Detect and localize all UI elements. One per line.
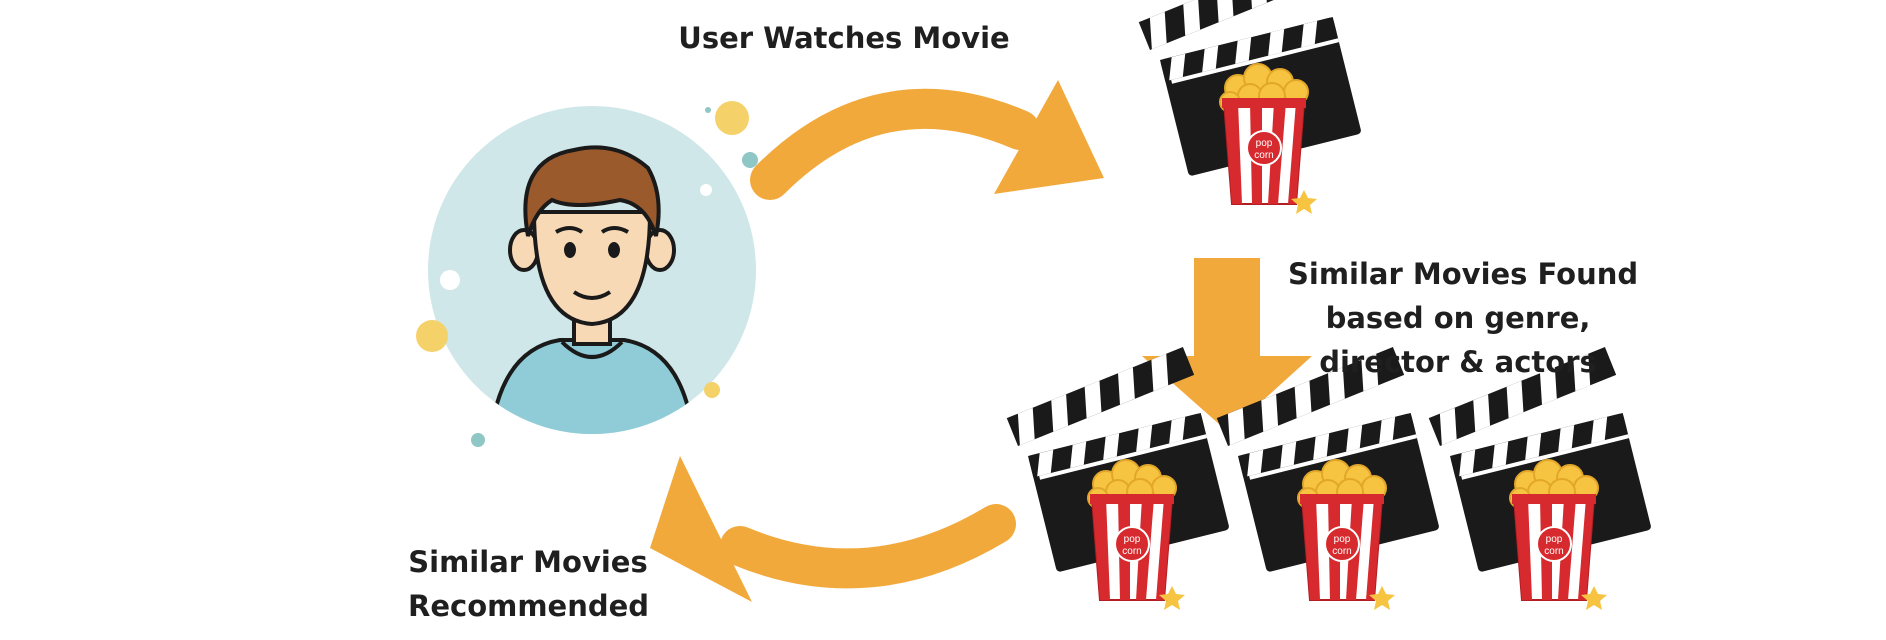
curved-arrow-icon xyxy=(750,80,1104,200)
curved-arrow-icon xyxy=(650,456,1016,602)
label-user-watches-movie: User Watches Movie xyxy=(678,21,1010,55)
decor-dot xyxy=(440,270,460,290)
user-avatar-icon xyxy=(416,101,758,447)
label-similar-movies-found: Similar Movies Found based on genre, dir… xyxy=(1288,252,1639,384)
decor-dot xyxy=(742,152,758,168)
decor-dot xyxy=(704,382,720,398)
label-line: Similar Movies xyxy=(408,545,648,579)
decor-dot xyxy=(471,433,485,447)
label-similar-movies-recommended: Similar Movies Recommended xyxy=(408,540,650,628)
decor-dot xyxy=(715,101,749,135)
label-line: director & actors xyxy=(1319,345,1597,379)
decor-dot xyxy=(700,184,712,196)
decor-dot xyxy=(416,320,448,352)
decor-dot xyxy=(705,107,711,113)
label-line: Recommended xyxy=(408,589,650,623)
label-line: based on genre, xyxy=(1325,301,1591,335)
clapperboard-popcorn-icon xyxy=(1427,346,1653,611)
label-line: Similar Movies Found xyxy=(1288,257,1639,291)
clapperboard-popcorn-icon xyxy=(1137,0,1363,216)
